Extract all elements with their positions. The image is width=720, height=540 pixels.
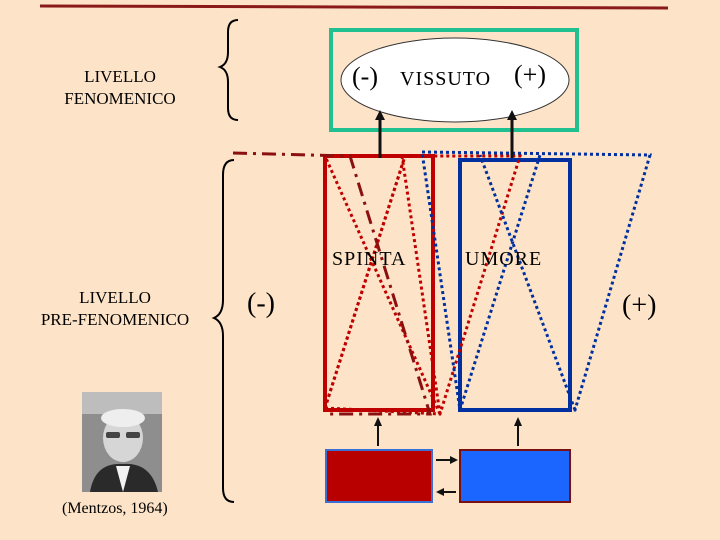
bidirectional-arrow-top-head — [450, 456, 458, 464]
brace-fenomenico — [217, 19, 239, 121]
umore-dotted-cross — [458, 154, 577, 411]
left-minus: (-) — [247, 288, 275, 319]
label-fenomenico-line2: FENOMENICO — [64, 89, 176, 108]
umore-label: UMORE — [465, 248, 543, 270]
vissuto-ellipse — [340, 37, 570, 123]
blue-source-box — [459, 449, 571, 503]
citation: (Mentzos, 1964) — [62, 500, 168, 517]
vissuto-plus: (+) — [514, 60, 546, 89]
bidirectional-arrow-bottom-head — [436, 488, 444, 496]
label-pre-fenomenico: LIVELLO PRE-FENOMENICO — [20, 287, 210, 331]
spinta-label: SPINTA — [332, 248, 407, 270]
umore-dotted-outline — [420, 150, 652, 412]
vissuto-box — [329, 28, 579, 132]
red-box-up-arrow-head — [374, 417, 382, 426]
red-source-box — [325, 449, 433, 503]
right-plus: (+) — [622, 290, 657, 321]
blue-box-up-arrow-head — [514, 417, 522, 426]
spinta-up-arrow-head — [375, 110, 385, 120]
label-pre-fenomenico-line2: PRE-FENOMENICO — [40, 310, 190, 329]
label-fenomenico-line1: LIVELLO — [84, 67, 156, 86]
top-rule — [39, 4, 669, 10]
label-pre-fenomenico-line1: LIVELLO — [79, 288, 151, 307]
umore-box — [458, 158, 572, 412]
dashdot-outline — [232, 151, 433, 416]
umore-up-arrow-head — [507, 110, 517, 120]
spinta-dotted-cross — [323, 155, 442, 415]
vissuto-title: VISSUTO — [400, 68, 492, 90]
label-fenomenico: LIVELLO FENOMENICO — [50, 66, 190, 110]
mentzos-portrait — [82, 392, 162, 492]
vissuto-minus: (-) — [352, 62, 378, 91]
brace-pre-fenomenico — [211, 159, 235, 503]
